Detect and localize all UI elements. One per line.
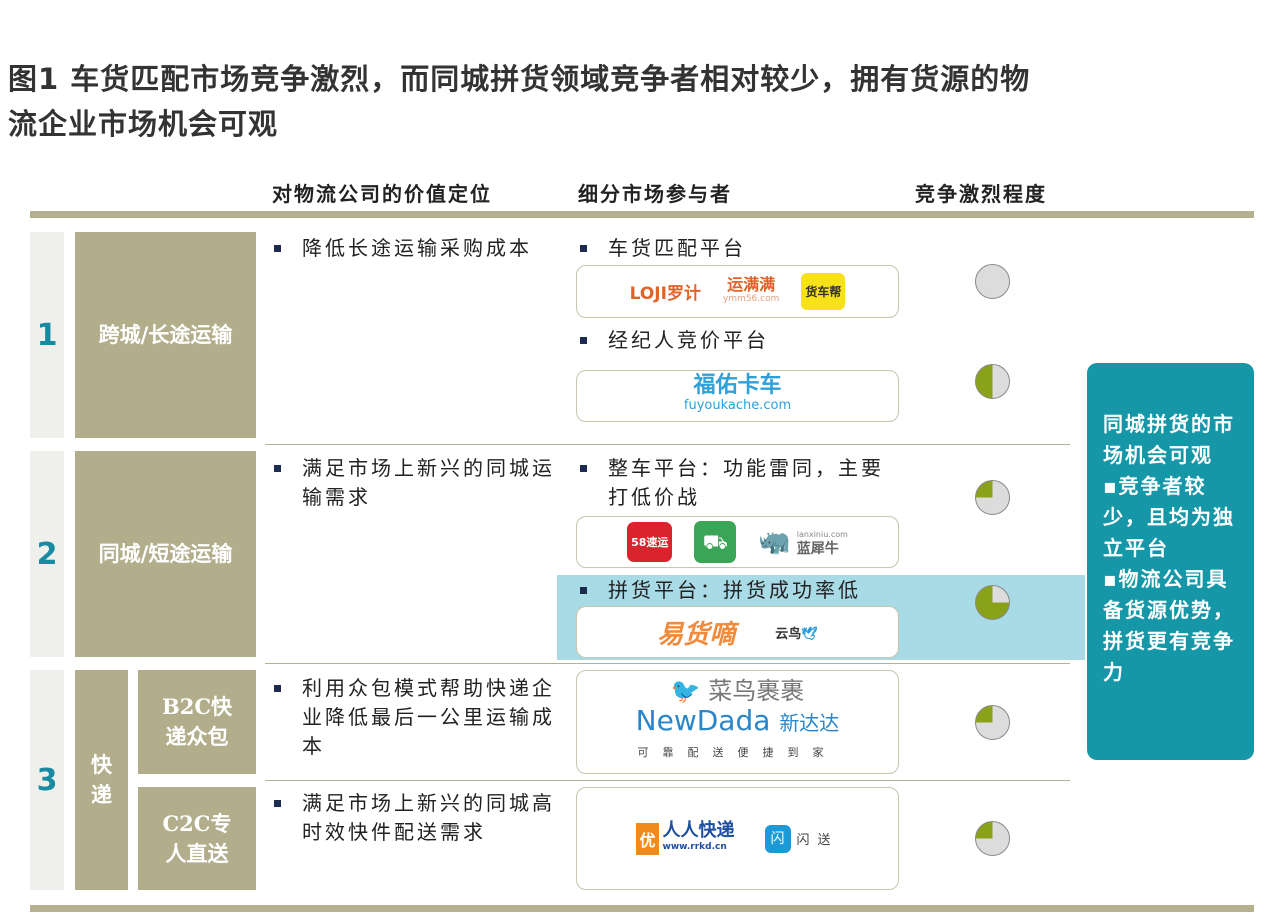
renren-icon: 优 [636, 822, 659, 855]
lanxiniu-logo: lanxiniu.com 蓝犀牛 [797, 528, 848, 556]
row-divider [265, 663, 1070, 664]
bottom-bar [30, 905, 1254, 912]
renren-url: www.rrkd.cn [662, 841, 727, 852]
callout-point: ▪物流公司具备货源优势，拼货更有竞争力 [1103, 567, 1235, 684]
logo-box: 58速运 ⛟ 🦏 lanxiniu.com 蓝犀牛 [576, 516, 899, 568]
fuyou-logo: 福佑卡车 [693, 373, 782, 398]
title-line-1: 图1 车货匹配市场竞争激烈，而同城拼货领域竞争者相对较少，拥有货源的物 [8, 62, 1031, 96]
logo-box: 🐦 菜鸟裹裹 NewDada 新达达 可靠配送便捷到家 [576, 670, 899, 774]
renren-text: 人人快递 [662, 819, 735, 841]
rhino-icon: 🦏 [758, 527, 791, 557]
row-divider [265, 444, 1070, 445]
ymm-logo-text: 运满满 [727, 274, 776, 294]
yunniao-logo: 云鸟🕊 [775, 623, 818, 642]
row-label: 跨城/长途运输 [75, 232, 256, 438]
header-competition: 竞争激烈程度 [915, 182, 1047, 206]
bird-icon: 🐦 [670, 677, 701, 705]
competition-pie [975, 821, 1010, 856]
row-divider [265, 780, 1070, 781]
yihuodi-logo: 易货嘀 [657, 619, 736, 650]
ymm-logo-url: ymm56.com [722, 293, 780, 304]
lanxiniu-text: 蓝犀牛 [796, 541, 839, 557]
header-value: 对物流公司的价值定位 [272, 182, 492, 206]
yunniao-text: 云鸟 [775, 626, 802, 642]
newdada-text: NewDada [635, 704, 771, 737]
row-number: 3 [30, 670, 64, 890]
sub-row-label: B2C快递众包 [138, 670, 256, 774]
title-line-2: 流企业市场机会可观 [8, 107, 279, 141]
newdada-slogan: 可靠配送便捷到家 [637, 746, 838, 759]
58-logo: 58速运 [627, 522, 673, 562]
segment-label: 整车平台：功能雷同，主要打低价战 [578, 454, 898, 512]
shansong-icon: 闪 [764, 824, 791, 853]
newdada-logo: NewDada 新达达 [636, 706, 840, 738]
truck-app-icon: ⛟ [694, 521, 737, 563]
shansong-text: 闪送 [796, 833, 839, 848]
competition-pie [975, 585, 1010, 620]
competition-pie [975, 264, 1010, 299]
sub-row-label: C2C专人直送 [138, 787, 256, 890]
callout-box: 同城拼货的市场机会可观 ▪竞争者较少，且均为独立平台 ▪物流公司具备货源优势，拼… [1087, 363, 1254, 760]
competition-pie [975, 480, 1010, 515]
ymm-logo: 运满满 ymm56.com [722, 274, 780, 306]
segment-label: 经纪人竞价平台 [578, 326, 898, 355]
competition-pie [975, 364, 1010, 399]
logo-box: 易货嘀 云鸟🕊 [576, 606, 899, 658]
cainiao-logo: 🐦 菜鸟裹裹 [671, 676, 805, 706]
logo-box: 福佑卡车 fuyoukache.com [576, 370, 899, 422]
shansong-logo: 闪 闪送 [764, 824, 839, 853]
row-label: 同城/短途运输 [75, 451, 256, 657]
segment-label: 拼货平台：拼货成功率低 [578, 576, 898, 605]
bird-icon: 🕊 [801, 626, 818, 642]
row-label: 快递 [75, 670, 128, 890]
newdada-cn: 新达达 [779, 711, 840, 735]
huochebang-logo: 货车帮 [801, 273, 846, 310]
value-text: 满足市场上新兴的同城运输需求 [272, 454, 562, 512]
header-participants: 细分市场参与者 [578, 182, 732, 206]
value-text: 满足市场上新兴的同城高时效快件配送需求 [272, 789, 562, 847]
cainiao-text: 菜鸟裹裹 [708, 677, 805, 705]
top-bar [30, 211, 1254, 218]
value-text: 利用众包模式帮助快递企业降低最后一公里运输成本 [272, 674, 562, 761]
competition-pie [975, 705, 1010, 740]
loji-logo: LOJI罗计 [629, 284, 701, 304]
row-number: 1 [30, 232, 64, 438]
fuyou-url: fuyoukache.com [683, 398, 792, 413]
lanxiniu-url: lanxiniu.com [796, 530, 848, 539]
logo-box: LOJI罗计 运满满 ymm56.com 货车帮 [576, 265, 899, 318]
callout-point: ▪竞争者较少，且均为独立平台 [1103, 474, 1235, 560]
logo-box: 优 人人快递 www.rrkd.cn 闪 闪送 [576, 787, 899, 890]
value-text: 降低长途运输采购成本 [272, 234, 562, 263]
renren-logo: 优 人人快递 www.rrkd.cn [636, 819, 735, 855]
callout-heading: 同城拼货的市场机会可观 [1103, 412, 1235, 467]
row-number: 2 [30, 451, 64, 657]
segment-label: 车货匹配平台 [578, 234, 898, 263]
